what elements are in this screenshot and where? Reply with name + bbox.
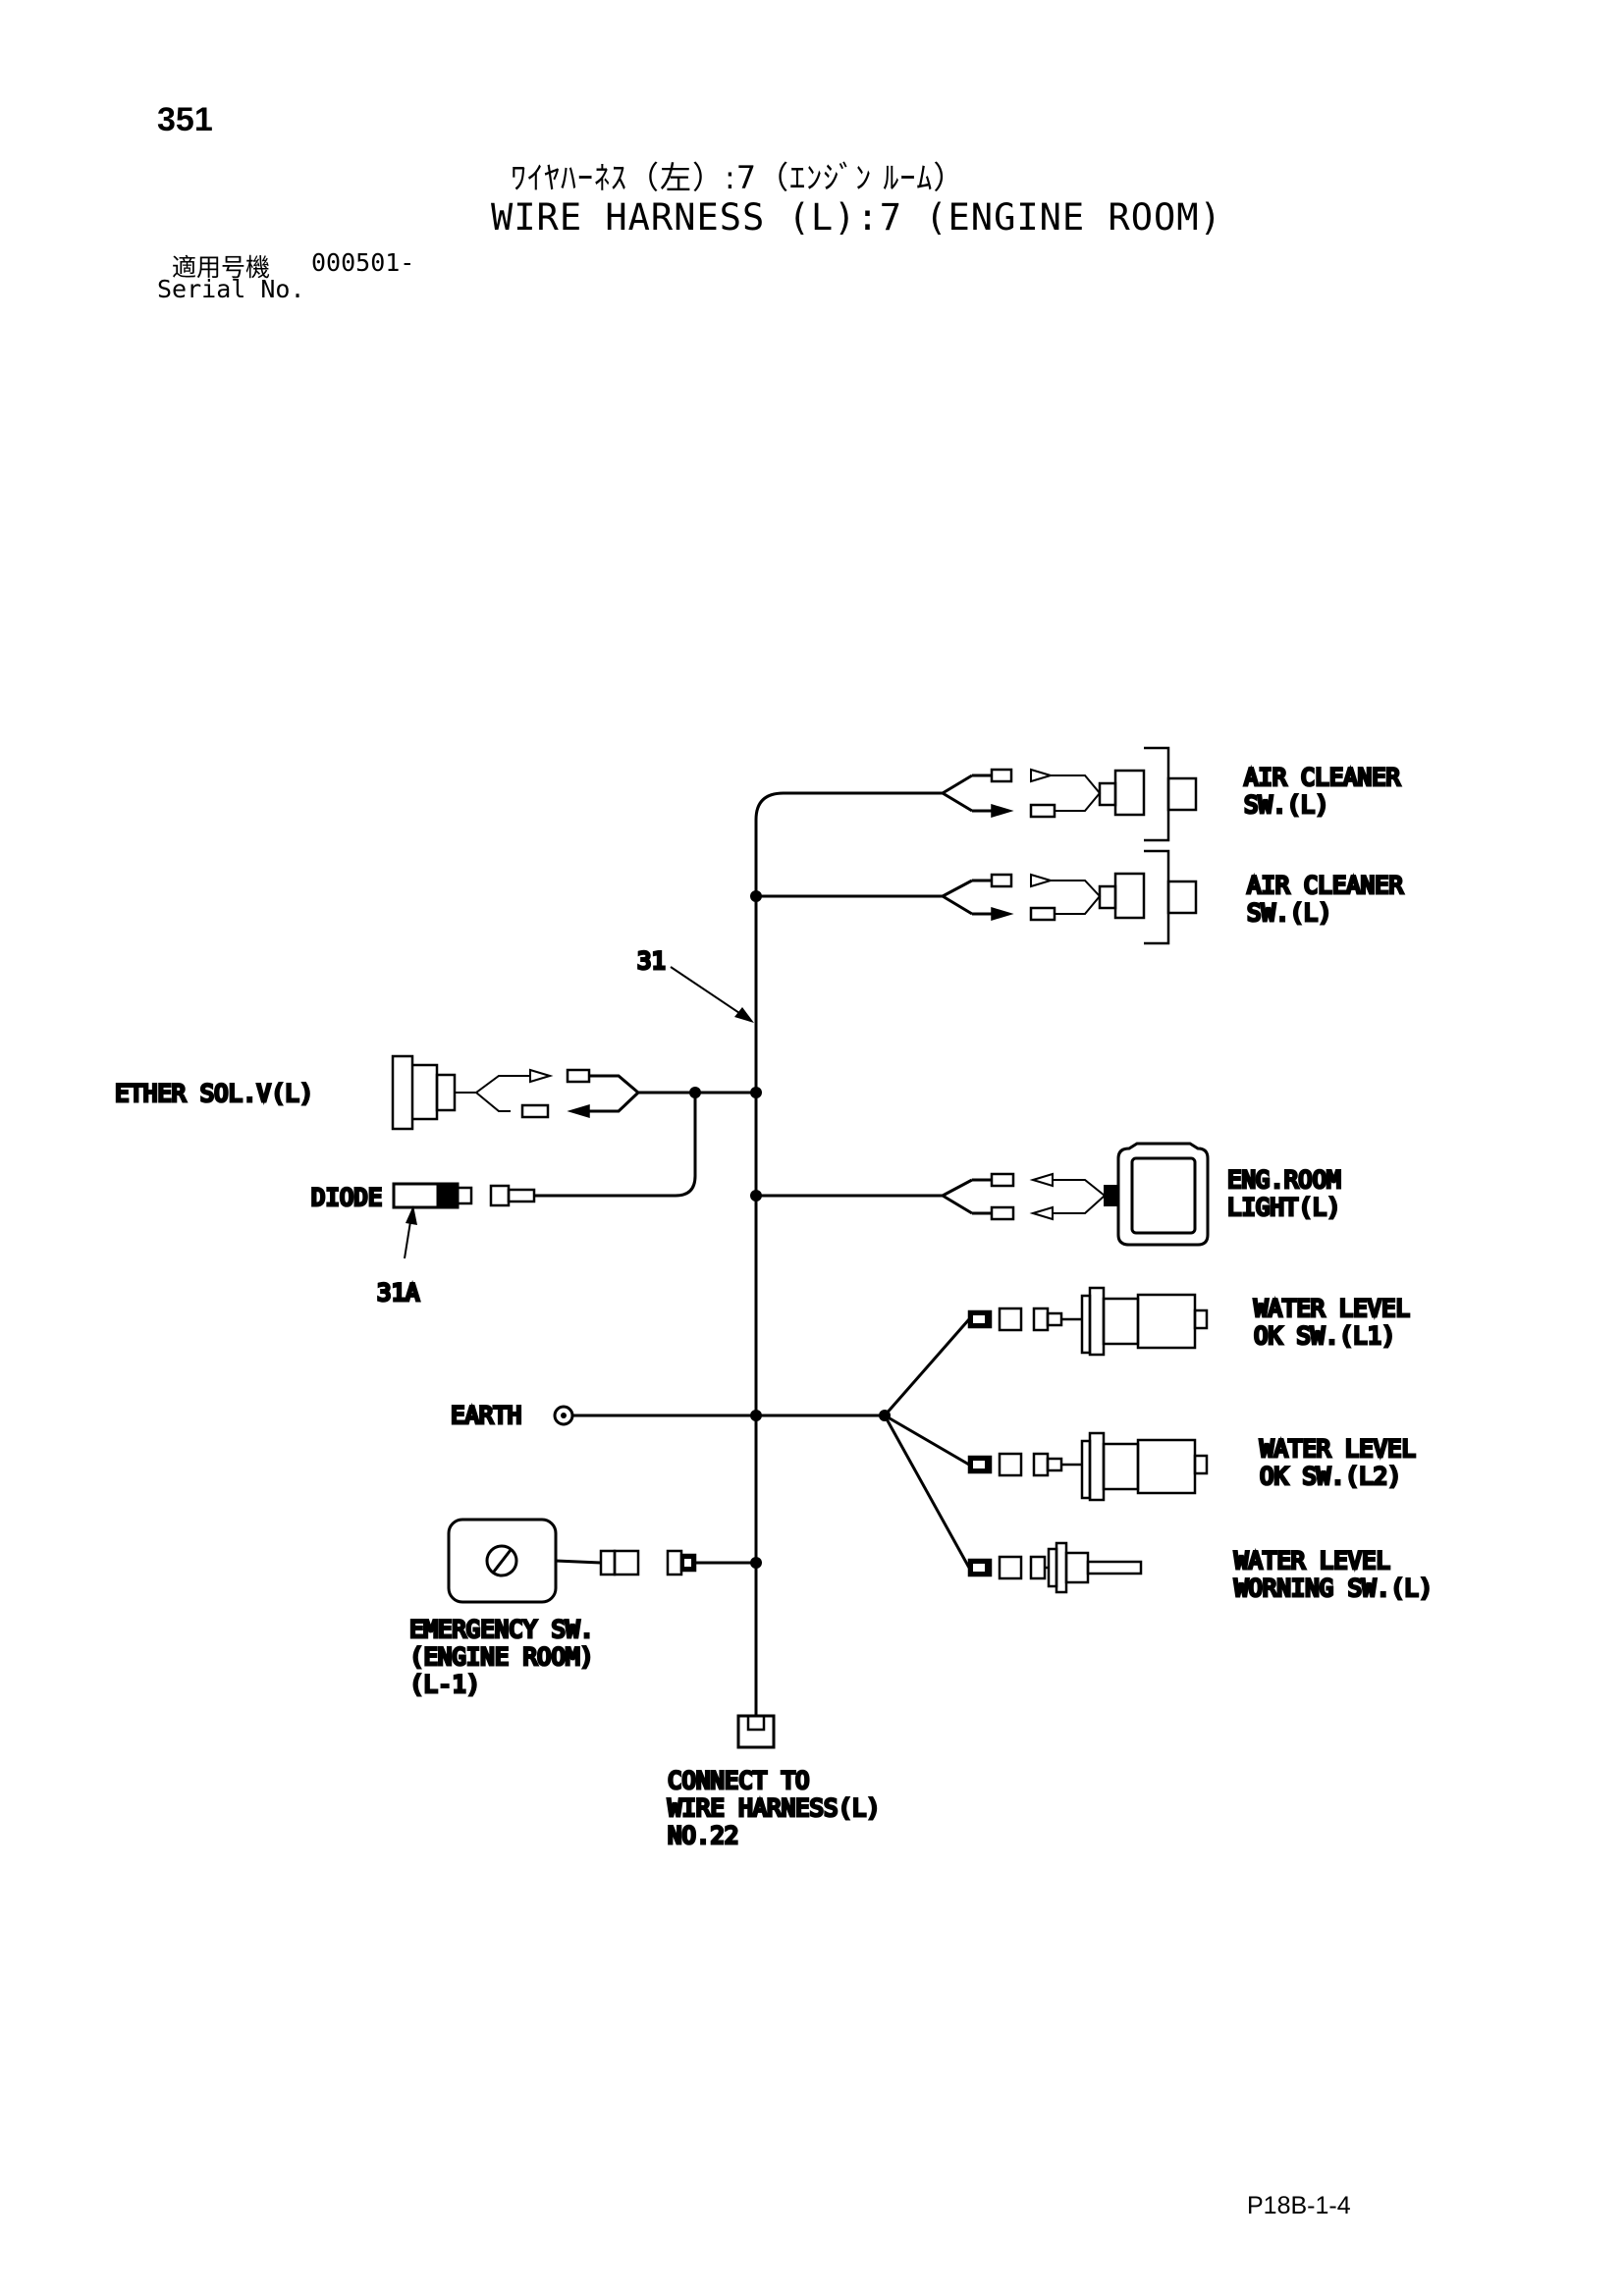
- harness-31-leader: [670, 966, 754, 1023]
- diode-connector: [392, 1182, 536, 1209]
- junction-dots: [689, 890, 891, 1569]
- earth-terminal: [553, 1405, 574, 1426]
- serial-label-japanese: 適用号機: [172, 253, 271, 282]
- title-japanese: ﾜｲﾔﾊｰﾈｽ（左）:7（ｴﾝｼﾞﾝ ﾙｰﾑ）: [511, 159, 966, 196]
- water-level-warning-switch: [967, 1541, 1143, 1594]
- diode-ref-31a: 31A: [377, 1279, 420, 1307]
- connect-terminal: [736, 1714, 776, 1749]
- connect-label-line1: CONNECT TO: [668, 1767, 810, 1794]
- ether-solenoid-valve: [391, 1054, 641, 1131]
- diode-label: DIODE: [311, 1184, 382, 1211]
- earth-label: EARTH: [451, 1402, 521, 1429]
- title-english: WIRE HARNESS (L):7 (ENGINE ROOM): [491, 196, 1222, 239]
- ether-label: ETHER SOL.V(L): [115, 1080, 313, 1107]
- eng-room-light: [942, 1142, 1210, 1247]
- water-level-fanout: [883, 1318, 971, 1569]
- air-cleaner-2-label-line2: SW.(L): [1247, 899, 1332, 927]
- water-level-switch-l2: [967, 1431, 1209, 1502]
- eng-room-light-label-line2: LIGHT(L): [1227, 1194, 1341, 1221]
- water-l1-label-line2: OK SW.(L1): [1254, 1322, 1396, 1350]
- emergency-label-line1: EMERGENCY SW.: [409, 1616, 594, 1643]
- connect-label-line3: NO.22: [668, 1822, 738, 1849]
- water-l2-label-line1: WATER LEVEL: [1260, 1435, 1416, 1463]
- air-cleaner-1-label-line1: AIR CLEANER: [1244, 764, 1400, 791]
- emergency-switch: [447, 1518, 697, 1604]
- footer-code: P18B-1-4: [1247, 2192, 1351, 2219]
- eng-room-light-label-line1: ENG.ROOM: [1227, 1166, 1341, 1194]
- diode-31a-leader: [404, 1205, 417, 1259]
- page-number: 351: [157, 101, 213, 138]
- serial-number: 000501-: [311, 248, 415, 277]
- water-l2-label-line2: OK SW.(L2): [1260, 1463, 1402, 1490]
- emergency-label-line2: (ENGINE ROOM): [409, 1643, 594, 1671]
- air-cleaner-2-label-line1: AIR CLEANER: [1247, 872, 1403, 899]
- water-warning-label-line1: WATER LEVEL: [1234, 1547, 1390, 1575]
- harness-ref-31: 31: [637, 947, 666, 975]
- main-trunk-wire: [754, 791, 943, 821]
- air-cleaner-switch-1: [942, 746, 1198, 842]
- diode-branch-wire: [535, 1093, 697, 1198]
- serial-label-english: Serial No.: [157, 275, 305, 303]
- emergency-label-line3: (L-1): [409, 1671, 480, 1698]
- air-cleaner-1-label-line2: SW.(L): [1244, 791, 1329, 819]
- air-cleaner-switch-2: [942, 849, 1198, 945]
- water-l1-label-line1: WATER LEVEL: [1254, 1295, 1410, 1322]
- water-level-switch-l1: [967, 1286, 1209, 1357]
- connect-label-line2: WIRE HARNESS(L): [668, 1794, 881, 1822]
- water-warning-label-line2: WORNING SW.(L): [1234, 1575, 1433, 1602]
